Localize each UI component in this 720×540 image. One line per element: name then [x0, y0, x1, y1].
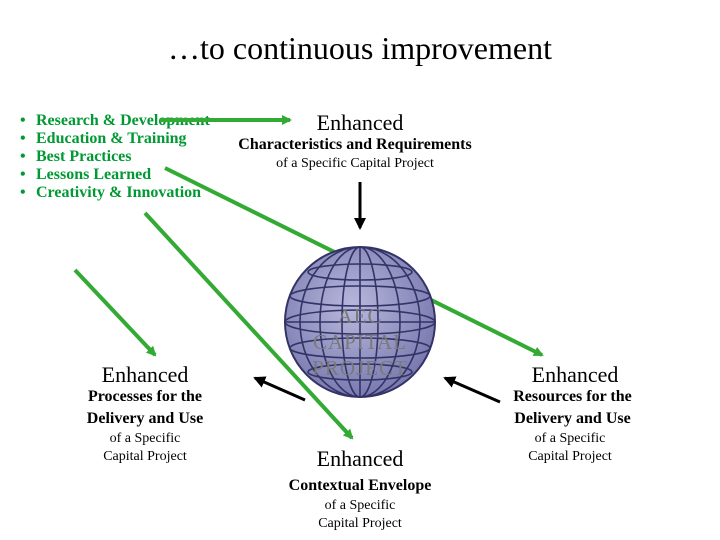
right-heading-line: Delivery and Use: [514, 410, 631, 427]
left-detail-line: of a Specific: [109, 431, 181, 446]
list-item: Lessons Learned: [20, 166, 210, 184]
right-heading-line: Resources for the: [513, 388, 632, 405]
bottom-enhanced-label: Enhanced: [316, 446, 404, 471]
bottom-detail: of a Specific Capital Project: [290, 497, 430, 533]
globe-label-line: AEC: [337, 304, 383, 328]
black-arrow-right: [443, 376, 501, 404]
top-detail: of a Specific Capital Project: [276, 156, 434, 171]
globe-label-line: CAPITAL: [313, 330, 407, 354]
top-enhanced-label: Enhanced: [316, 110, 404, 135]
improvement-sources-list: Research & Development Education & Train…: [20, 112, 210, 202]
right-detail-line: Capital Project: [528, 449, 612, 464]
list-item: Best Practices: [20, 148, 210, 166]
bottom-detail-line: Capital Project: [318, 516, 402, 531]
left-detail: of a Specific Capital Project: [75, 430, 215, 466]
left-detail-line: Capital Project: [103, 449, 187, 464]
left-enhanced-label: Enhanced: [101, 362, 189, 387]
left-heading-line: Processes for the: [87, 388, 203, 405]
globe-icon: [284, 246, 436, 398]
left-heading-line: Delivery and Use: [86, 410, 204, 427]
list-item: Creativity & Innovation: [20, 184, 210, 202]
green-arrow-to-contextual-envelope: [143, 211, 354, 440]
globe-label-line: PROJECT: [312, 356, 408, 380]
right-heading: Resources for the Delivery and Use: [485, 386, 660, 430]
list-item: Research & Development: [20, 112, 210, 130]
list-item: Education & Training: [20, 130, 210, 148]
top-heading: Characteristics and Requirements: [238, 136, 472, 153]
right-detail-line: of a Specific: [534, 431, 606, 446]
green-arrow-to-processes: [73, 268, 157, 357]
globe-label: AEC CAPITAL PROJECT: [300, 303, 420, 381]
black-arrow-left: [253, 376, 306, 402]
bottom-heading: Contextual Envelope: [288, 477, 432, 494]
bottom-detail-line: of a Specific: [324, 498, 396, 513]
right-enhanced-label: Enhanced: [531, 362, 619, 387]
slide-title: …to continuous improvement: [168, 30, 552, 66]
left-heading: Processes for the Delivery and Use: [60, 386, 230, 430]
right-detail: of a Specific Capital Project: [500, 430, 640, 466]
